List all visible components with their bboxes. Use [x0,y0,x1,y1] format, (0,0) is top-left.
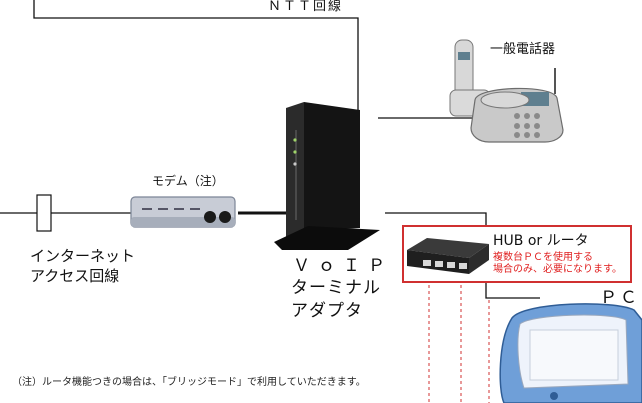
telephone-label: 一般電話器 [490,42,556,57]
voip-adapter-label-line3: アダプタ [291,301,363,321]
modem-label: モデム（注） [152,174,224,188]
ntt-line [33,0,359,118]
internet-access-label-line2: アクセス回線 [30,267,120,285]
line-splitter-icon [36,194,52,232]
internet-access-label-line1: インターネット [30,247,136,265]
footnote: （注）ルータ機能つきの場合は、「ブリッジモード」で利用していただきます。 [12,377,366,388]
voip-adapter-label-line1: ＶｏＩＰ [293,256,393,276]
hub-note-line1: 複数台ＰＣを使用する [493,252,593,263]
hub-note-line2: 場合のみ、必要になります。 [493,264,622,275]
hub-title: HUB or ルータ [493,233,589,249]
voip-adapter-icon [274,102,380,250]
network-hub-icon [407,238,489,274]
ntt-line-label: ＮＴＴ回線 [268,0,344,14]
dsl-modem-icon [130,196,236,228]
voip-adapter-label-line2: ターミナル [291,278,381,298]
lan-to-pc-line [385,212,487,225]
desk-telephone-icon [449,39,564,143]
imac-computer-icon [499,303,642,403]
hub-to-pc-line [485,283,540,299]
pc-label: ＰＣ [600,288,640,308]
